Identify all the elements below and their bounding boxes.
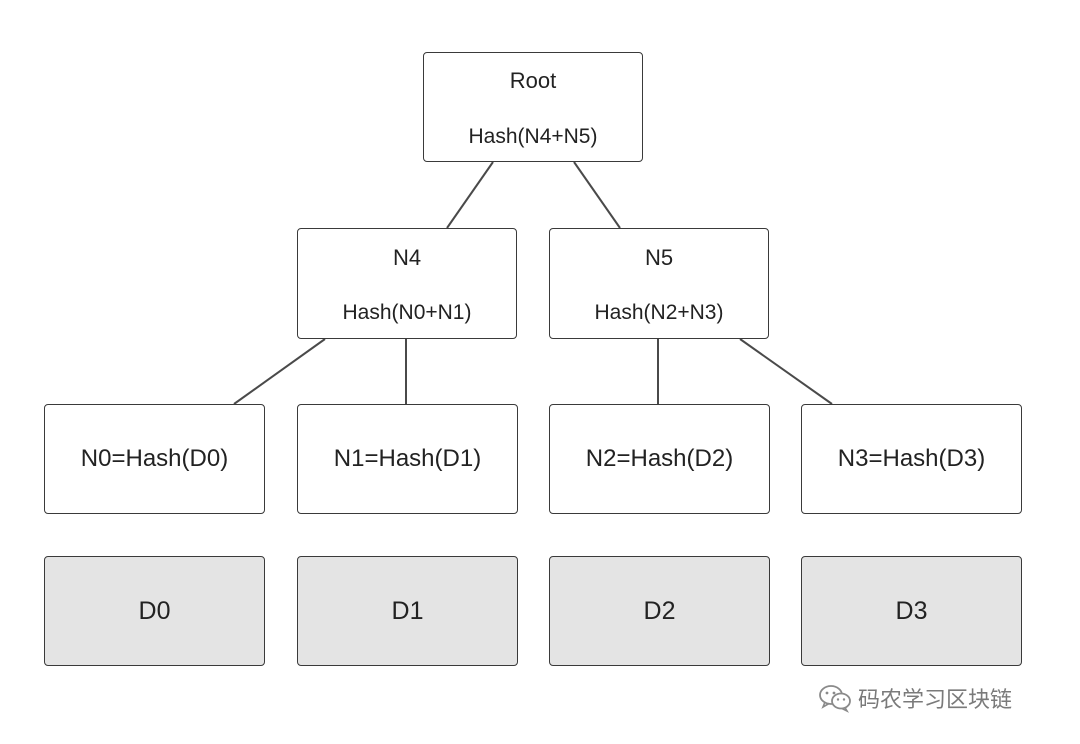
edge-n4-n0: [233, 338, 326, 405]
root-title: Root: [509, 68, 557, 93]
edge-n5-n3: [739, 338, 833, 405]
edge-root-n5: [573, 161, 621, 229]
n5-hash: Hash(N2+N3): [594, 301, 724, 324]
n4-hash: Hash(N0+N1): [342, 301, 472, 324]
data-block-d3: D3: [801, 556, 1022, 666]
data-block-d0: D0: [44, 556, 265, 666]
n4-node: N4 Hash(N0+N1): [297, 228, 517, 339]
wechat-icon: [819, 685, 851, 713]
leaf-node-n3: N3=Hash(D3): [801, 404, 1022, 514]
root-node: Root Hash(N4+N5): [423, 52, 643, 162]
leaf-node-n1: N1=Hash(D1): [297, 404, 518, 514]
watermark-text: 码农学习区块链: [858, 688, 1013, 713]
leaf-node-n0: N0=Hash(D0): [44, 404, 265, 514]
n5-title: N5: [644, 245, 674, 270]
n5-node: N5 Hash(N2+N3): [549, 228, 769, 339]
watermark: 码农学习区块链: [818, 680, 1012, 716]
root-hash: Hash(N4+N5): [468, 125, 598, 148]
data-block-d1: D1: [297, 556, 518, 666]
edge-root-n4: [446, 161, 494, 229]
n4-title: N4: [392, 245, 422, 270]
leaf-node-n2: N2=Hash(D2): [549, 404, 770, 514]
data-block-d2: D2: [549, 556, 770, 666]
